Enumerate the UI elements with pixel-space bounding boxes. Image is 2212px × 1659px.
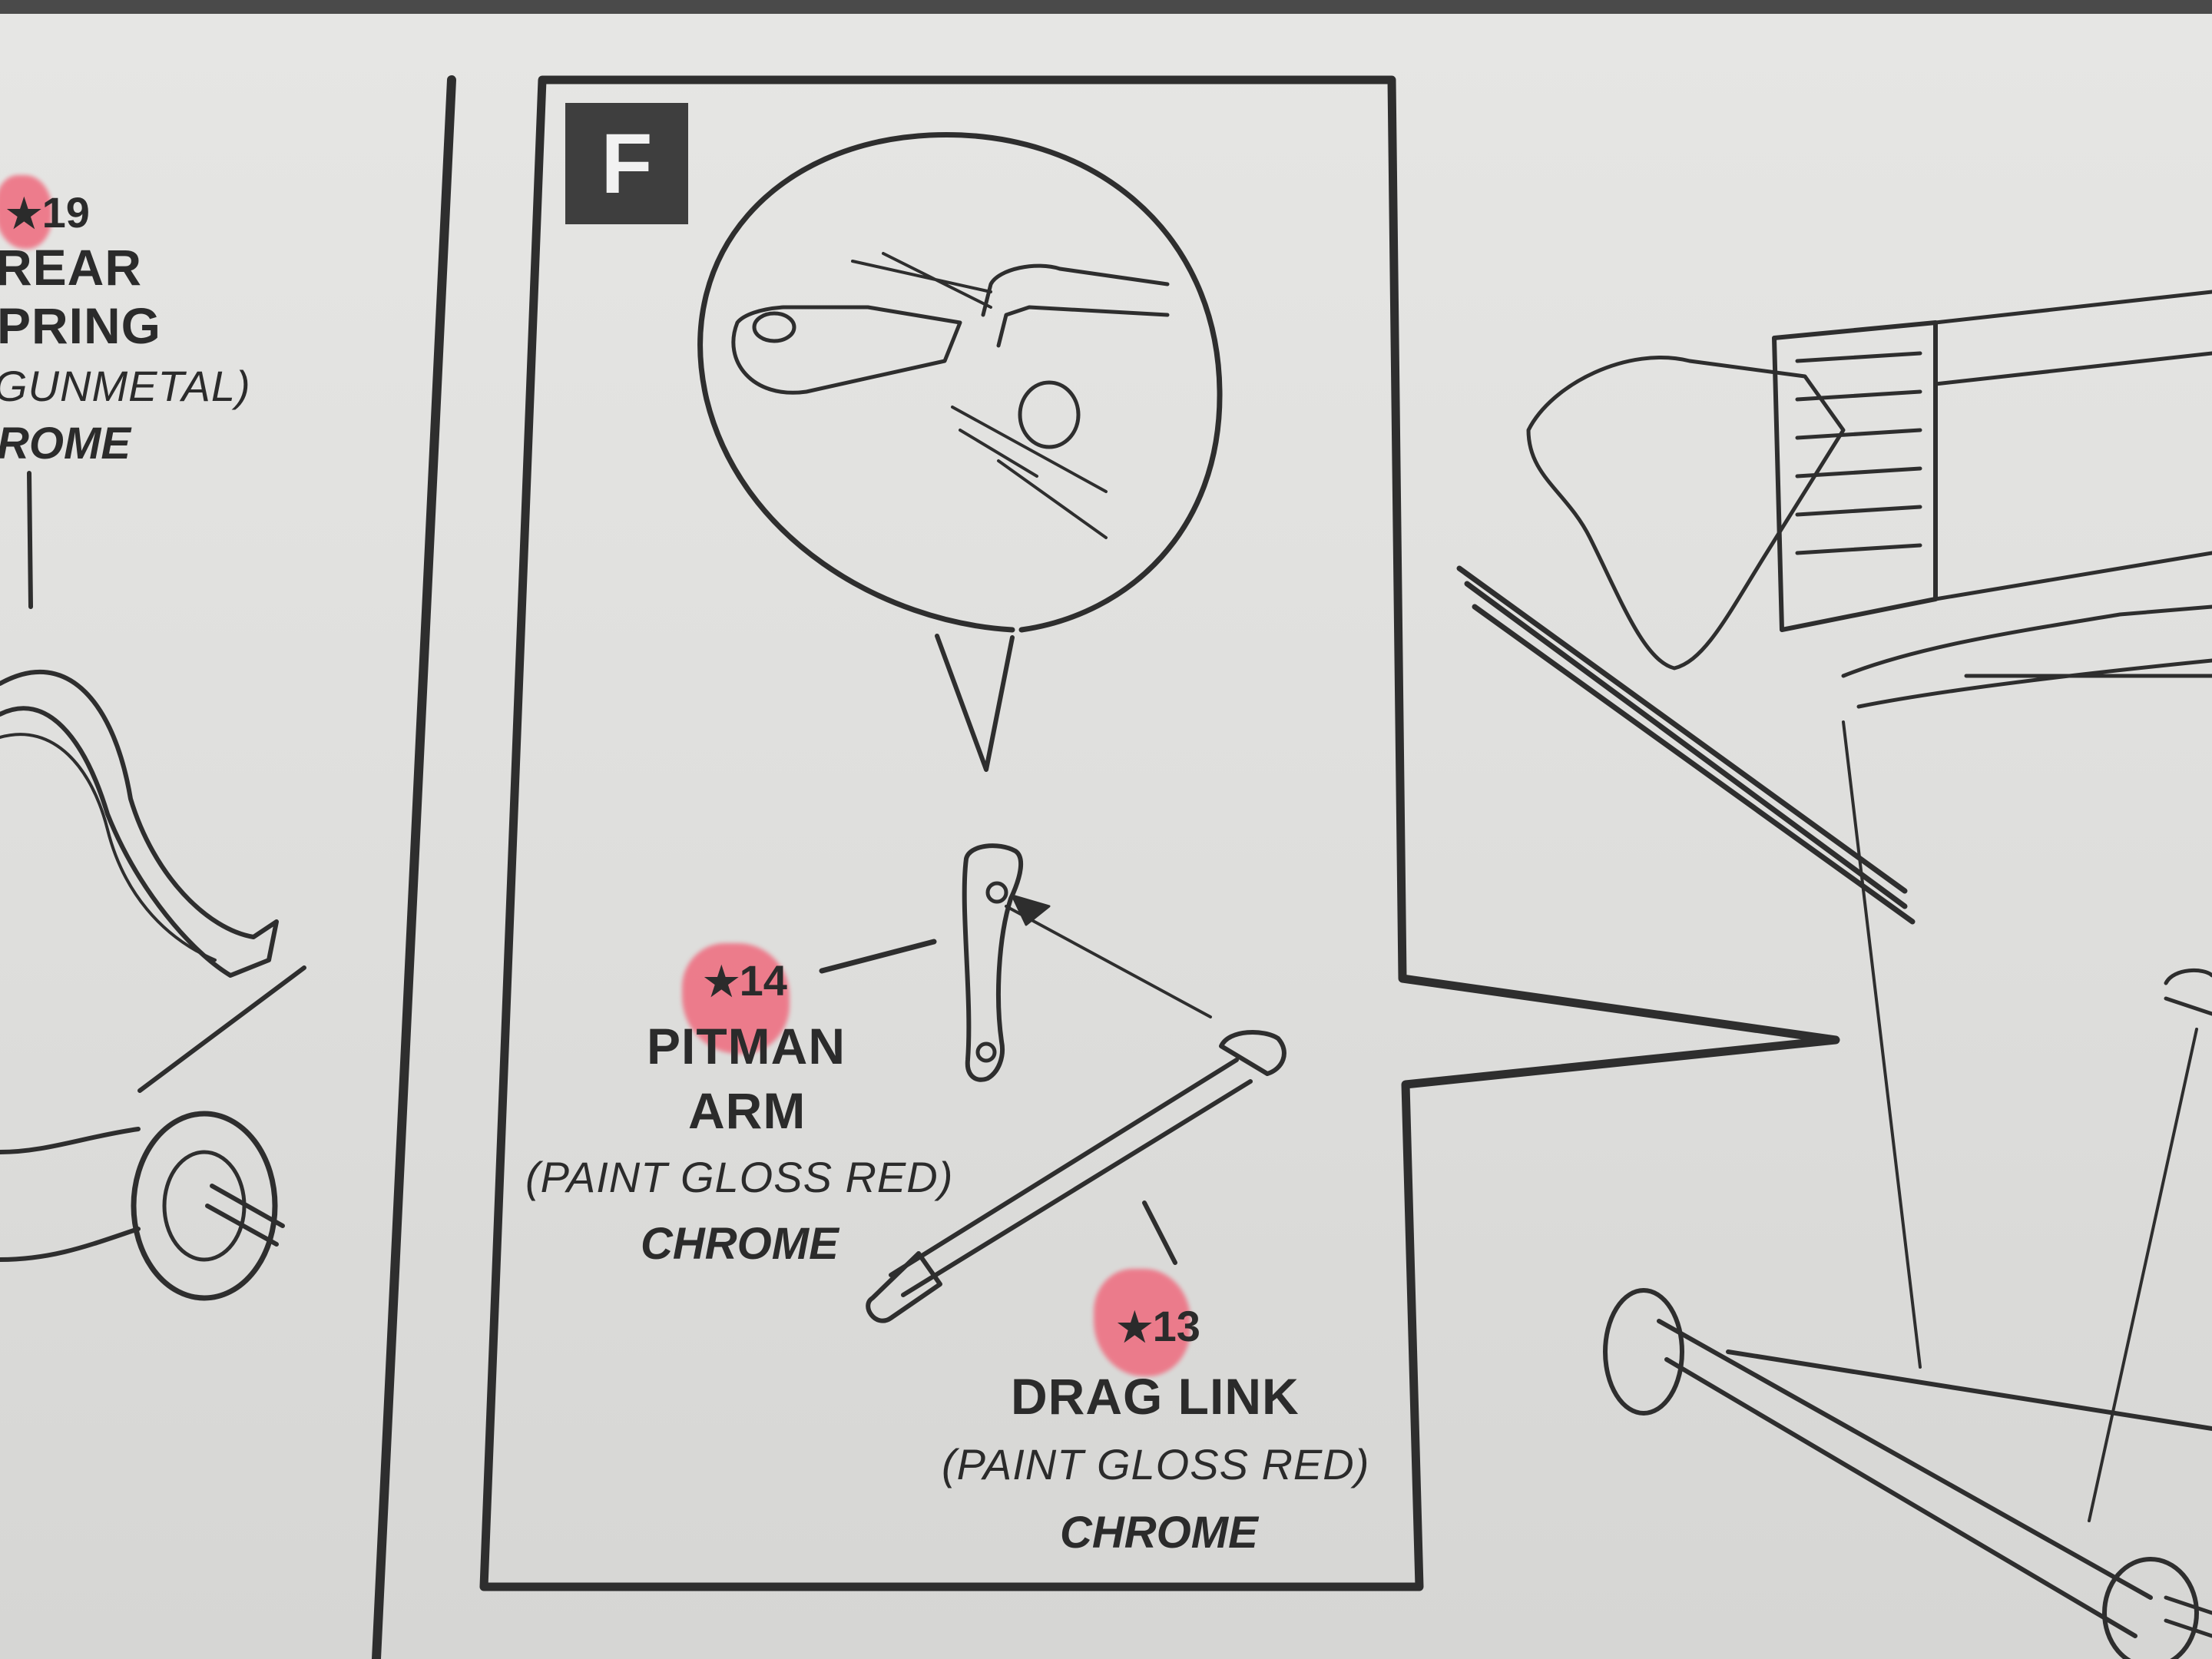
rear-spring-paint: GUNMETAL) (0, 362, 251, 410)
pitman-arm-name-line2: ARM (688, 1082, 806, 1139)
callout-frame (479, 75, 1840, 1591)
rear-spring-name-line2: PRING (0, 297, 162, 354)
pitman-arm-drawing (819, 843, 1024, 1082)
part-number-text: 13 (1152, 1302, 1200, 1350)
drag-link-part-number: ★13 (1117, 1301, 1200, 1351)
pitman-arm-name-line1: PITMAN (647, 1018, 846, 1075)
drag-link-paint: (PAINT GLOSS RED) (942, 1440, 1370, 1488)
rear-spring-finish: ROME (0, 419, 131, 469)
star-icon: ★ (1117, 1306, 1153, 1350)
pitman-arm-finish: CHROME (641, 1219, 839, 1269)
rear-spring-name-line1: REAR (0, 239, 143, 296)
rear-spring-drawing (0, 471, 306, 1301)
drag-link-finish: CHROME (1060, 1508, 1258, 1558)
detail-magnifier (697, 131, 1223, 772)
drag-link-name: DRAG LINK (1011, 1368, 1300, 1425)
instruction-sheet (0, 11, 2212, 1659)
star-icon: ★ (6, 192, 42, 237)
star-icon: ★ (704, 960, 740, 1005)
pitman-arm-part-number: ★14 (704, 955, 787, 1005)
step-letter-badge: F (565, 103, 688, 224)
pitman-arm-paint: (PAINT GLOSS RED) (525, 1153, 954, 1201)
part-number-text: 19 (41, 188, 90, 237)
rear-spring-part-number: ★19 (6, 187, 90, 237)
highlighter-mark (1094, 1269, 1190, 1376)
part-number-text: 14 (739, 956, 787, 1005)
chassis-drawing (1456, 290, 2212, 1659)
drag-link-drawing (866, 894, 1286, 1323)
table-edge (0, 0, 2212, 14)
highlighter-mark (0, 175, 52, 249)
highlighter-mark (682, 943, 790, 1054)
column-divider (372, 75, 456, 1659)
